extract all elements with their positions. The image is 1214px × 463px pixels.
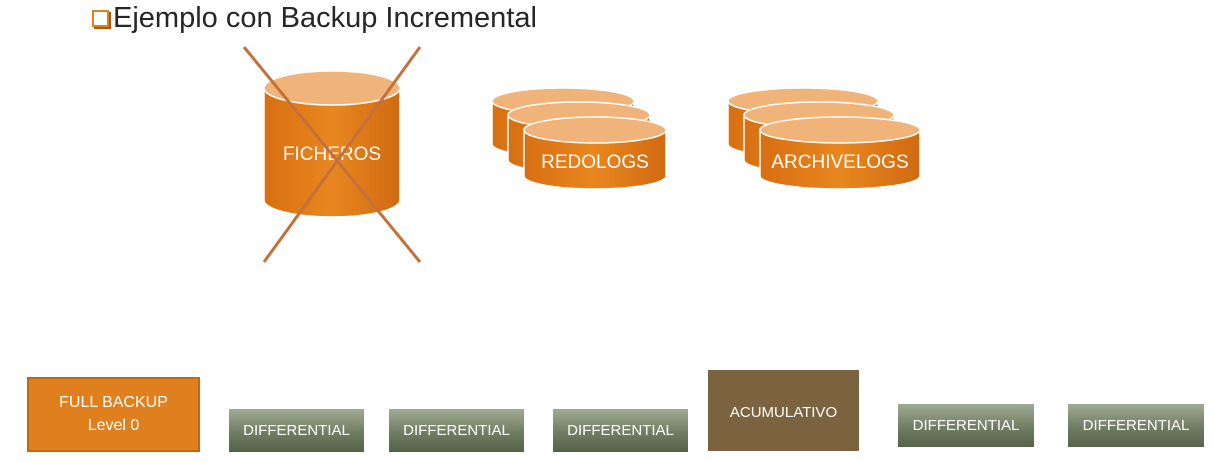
full-backup-title: FULL BACKUP xyxy=(59,394,168,412)
differential-box: DIFFERENTIAL xyxy=(898,404,1034,447)
differential-box: DIFFERENTIAL xyxy=(229,409,364,452)
differential-label: DIFFERENTIAL xyxy=(243,422,350,439)
slide-title: Ejemplo con Backup Incremental xyxy=(92,2,537,35)
accumulative-label: ACUMULATIVO xyxy=(729,404,838,421)
differential-box: DIFFERENTIAL xyxy=(553,409,688,452)
differential-box: DIFFERENTIAL xyxy=(389,409,524,452)
redolog-disk xyxy=(523,116,667,190)
redologs-cylinders: REDOLOGS xyxy=(491,87,667,190)
archivelogs-cylinders: ARCHIVELOGS xyxy=(727,87,921,190)
full-backup-box: FULL BACKUP Level 0 xyxy=(27,377,200,452)
archivelogs-label: ARCHIVELOGS xyxy=(771,152,908,173)
deleted-cross-icon xyxy=(242,46,422,263)
files-cylinder: FICHEROS xyxy=(263,70,401,218)
slide-title-text: Ejemplo con Backup Incremental xyxy=(113,2,537,34)
accumulative-box: ACUMULATIVO xyxy=(708,370,859,451)
redologs-label: REDOLOGS xyxy=(541,152,649,173)
differential-label: DIFFERENTIAL xyxy=(567,422,674,439)
archivelog-disk xyxy=(759,116,921,190)
differential-box: DIFFERENTIAL xyxy=(1068,404,1204,447)
differential-label: DIFFERENTIAL xyxy=(912,417,1020,434)
differential-label: DIFFERENTIAL xyxy=(1082,417,1190,434)
checkbox-bullet-icon xyxy=(92,10,109,27)
differential-label: DIFFERENTIAL xyxy=(403,422,510,439)
full-backup-level: Level 0 xyxy=(87,416,140,434)
